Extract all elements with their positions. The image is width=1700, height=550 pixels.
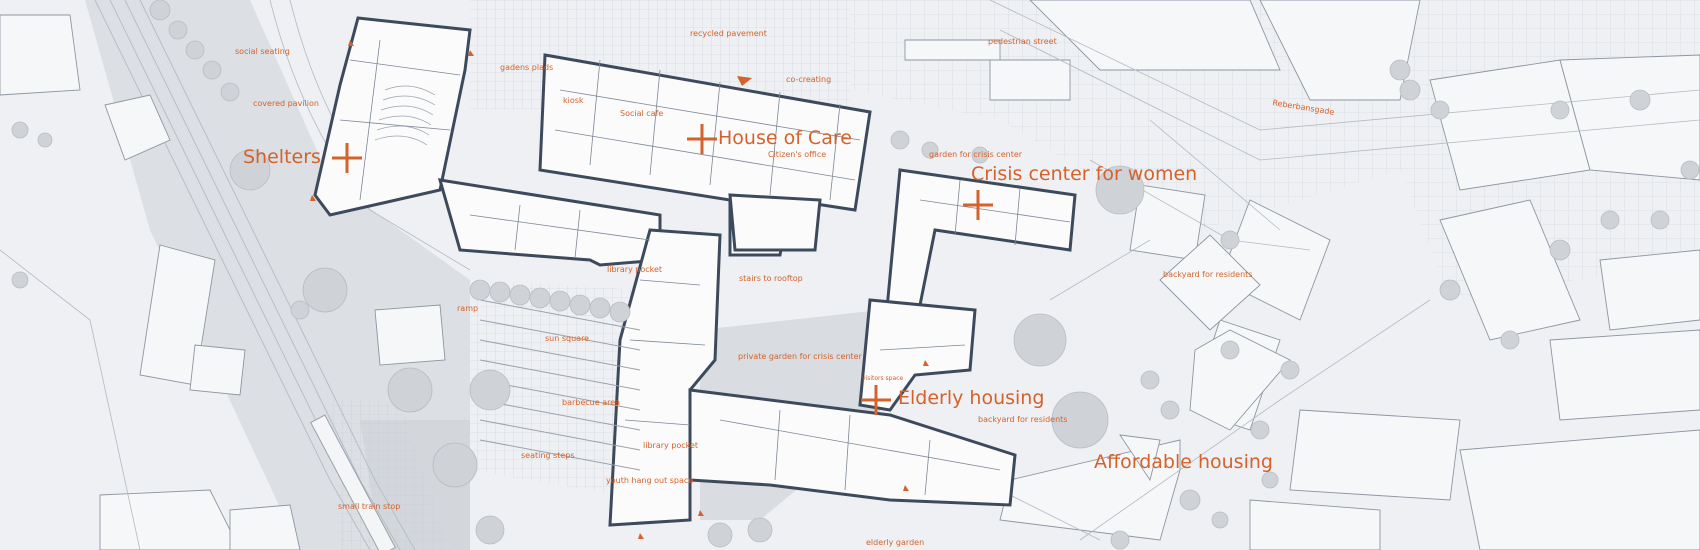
house-of-care-cross-icon <box>687 124 717 154</box>
label-stairs-to-rooftop: stairs to rooftop <box>739 274 803 283</box>
label-gardens-plads: gadens plads <box>500 63 554 72</box>
label-backyard-residents-1: backyard for residents <box>1163 270 1253 279</box>
crisis-center-cross-icon <box>963 190 993 220</box>
sun-square-paving <box>470 280 650 500</box>
label-elderly-garden: elderly garden <box>866 538 925 547</box>
label-co-creating: co-creating <box>786 75 832 84</box>
program-title-affordable-housing: Affordable housing <box>1094 451 1273 473</box>
program-title-house-of-care: House of Care <box>718 127 852 149</box>
label-covered-pavilion: covered pavilion <box>253 99 319 108</box>
auditorium <box>374 85 436 146</box>
entrance-markers <box>310 40 929 539</box>
program-markers <box>332 124 993 415</box>
pedestrian-street-paving <box>850 0 1700 230</box>
label-social-seating: social seating <box>235 47 290 56</box>
label-library-pocket-2: library pocket <box>643 441 699 450</box>
label-youth-hang-out-space: youth hang out space <box>606 476 694 485</box>
label-library-pocket-1: library pocket <box>607 265 663 274</box>
label-seating-steps: seating steps <box>521 451 575 460</box>
label-sun-square: sun square <box>545 334 590 343</box>
train <box>310 414 396 550</box>
program-title-shelters: Shelters <box>243 146 321 168</box>
label-recycled-pavement: recycled pavement <box>690 29 767 38</box>
label-garden-crisis-center: garden for crisis center <box>929 150 1023 159</box>
label-private-garden-crisis: private garden for crisis center <box>738 352 862 361</box>
label-barbecue-area: barbecue area <box>562 398 621 407</box>
sun-square-stripes <box>479 299 641 471</box>
label-small-train-stop: small train stop <box>338 502 401 511</box>
label-kiosk: kiosk <box>563 96 584 105</box>
label-citizens-office: Citizen's office <box>768 150 827 159</box>
program-title-crisis-center: Crisis center for women <box>971 163 1198 185</box>
label-backyard-residents-2: backyard for residents <box>978 415 1068 424</box>
trees <box>11 0 1700 550</box>
shelters-cross-icon <box>332 143 362 173</box>
interior-walls <box>339 39 1071 496</box>
program-title-elderly-housing: Elderly housing <box>898 387 1045 409</box>
label-social-cafe: Social cafe <box>620 109 664 118</box>
label-visitors-space: visitors space <box>862 375 904 382</box>
label-pedestrian-street: pedestrian street <box>988 37 1057 46</box>
label-ramp: ramp <box>457 304 479 313</box>
elderly-housing-cross-icon <box>861 385 891 415</box>
